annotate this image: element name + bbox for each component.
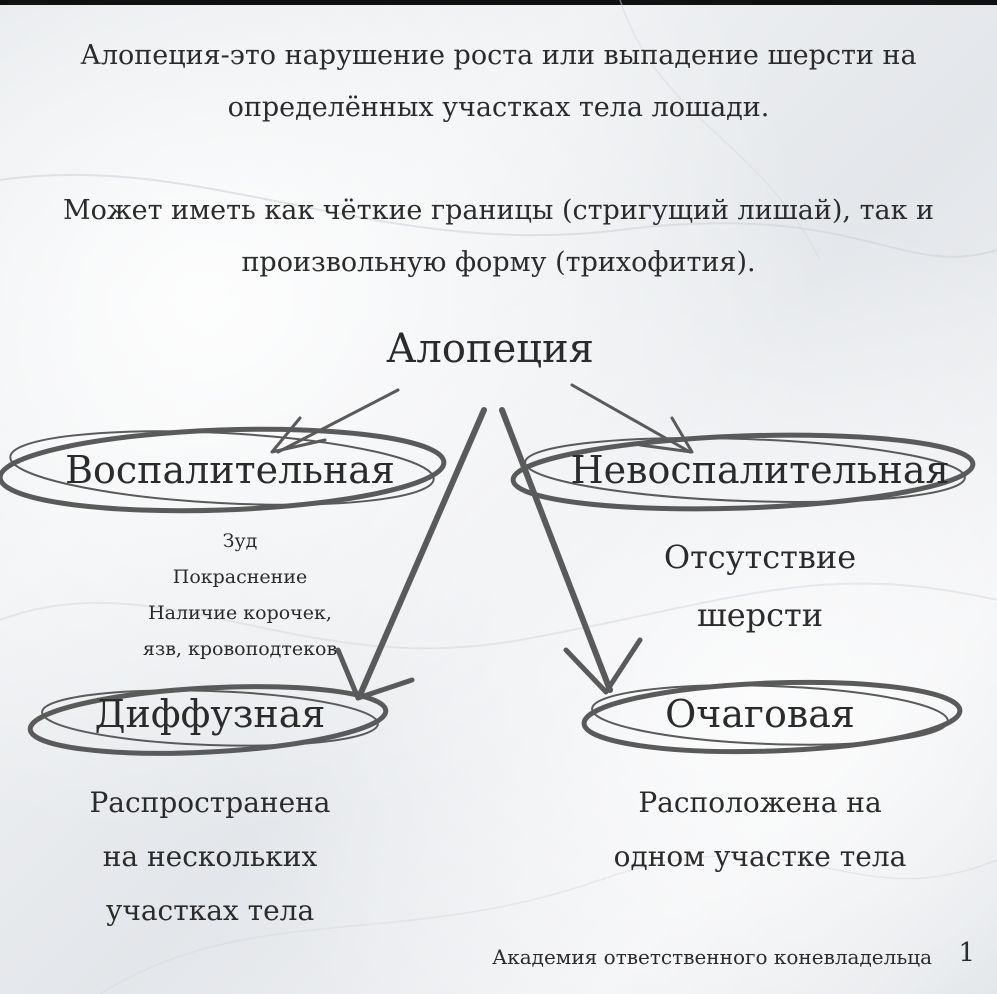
ellipse-diffuse: [27, 684, 389, 756]
description-line: Отсутствие: [663, 538, 857, 576]
description-line: Расположена на: [638, 786, 882, 819]
intro-line-2: определённых участках тела лошади.: [227, 92, 770, 123]
intro-paragraph-1: Алопеция-это нарушение роста или выпаден…: [0, 30, 997, 134]
description-line: одном участке тела: [613, 840, 907, 873]
symptom-item: Наличие корочек,: [148, 602, 332, 624]
description-line: Распространена: [89, 786, 331, 819]
node-non-inflammatory: Невоспалительная: [570, 448, 950, 492]
arrow-to-inflammatory: [276, 388, 400, 454]
diagram-root-title: Алопеция: [386, 326, 594, 372]
node-focal: Очаговая: [665, 692, 855, 736]
inflammatory-symptoms: Зуд Покраснение Наличие корочек, язв, кр…: [60, 523, 420, 667]
intro-paragraph-2: Может иметь как чёткие границы (стригущи…: [0, 185, 997, 289]
ellipse-non-inflammatory: [510, 432, 976, 512]
page-number: 1: [958, 938, 975, 968]
arrow-to-focal: [499, 407, 613, 693]
ellipse-inflammatory: [0, 426, 447, 514]
description-line: шерсти: [696, 596, 824, 634]
focal-description: Расположена на одном участке тела: [560, 776, 960, 884]
intro-line-3: Может иметь как чёткие границы (стригущи…: [62, 195, 935, 226]
ellipse-focal: [581, 679, 963, 755]
intro-line-4: произвольную форму (трихофития).: [241, 247, 756, 278]
symptom-item: Зуд: [222, 530, 258, 552]
diffuse-description: Распространена на нескольких участках те…: [40, 776, 380, 938]
top-border: [0, 0, 997, 5]
node-diffuse: Диффузная: [94, 692, 326, 736]
symptom-item: Покраснение: [172, 566, 308, 588]
arrow-to-diffuse: [357, 407, 487, 698]
symptom-item: язв, кровоподтеков: [142, 638, 338, 660]
description-line: участках тела: [105, 894, 315, 927]
description-line: на нескольких: [102, 840, 318, 873]
academy-footer: Академия ответственного коневладельца: [492, 945, 932, 969]
intro-line-1: Алопеция-это нарушение роста или выпаден…: [80, 40, 917, 71]
non-inflammatory-description: Отсутствие шерсти: [560, 528, 960, 644]
node-inflammatory: Воспалительная: [65, 448, 395, 492]
arrow-to-non-inflammatory: [570, 383, 692, 454]
